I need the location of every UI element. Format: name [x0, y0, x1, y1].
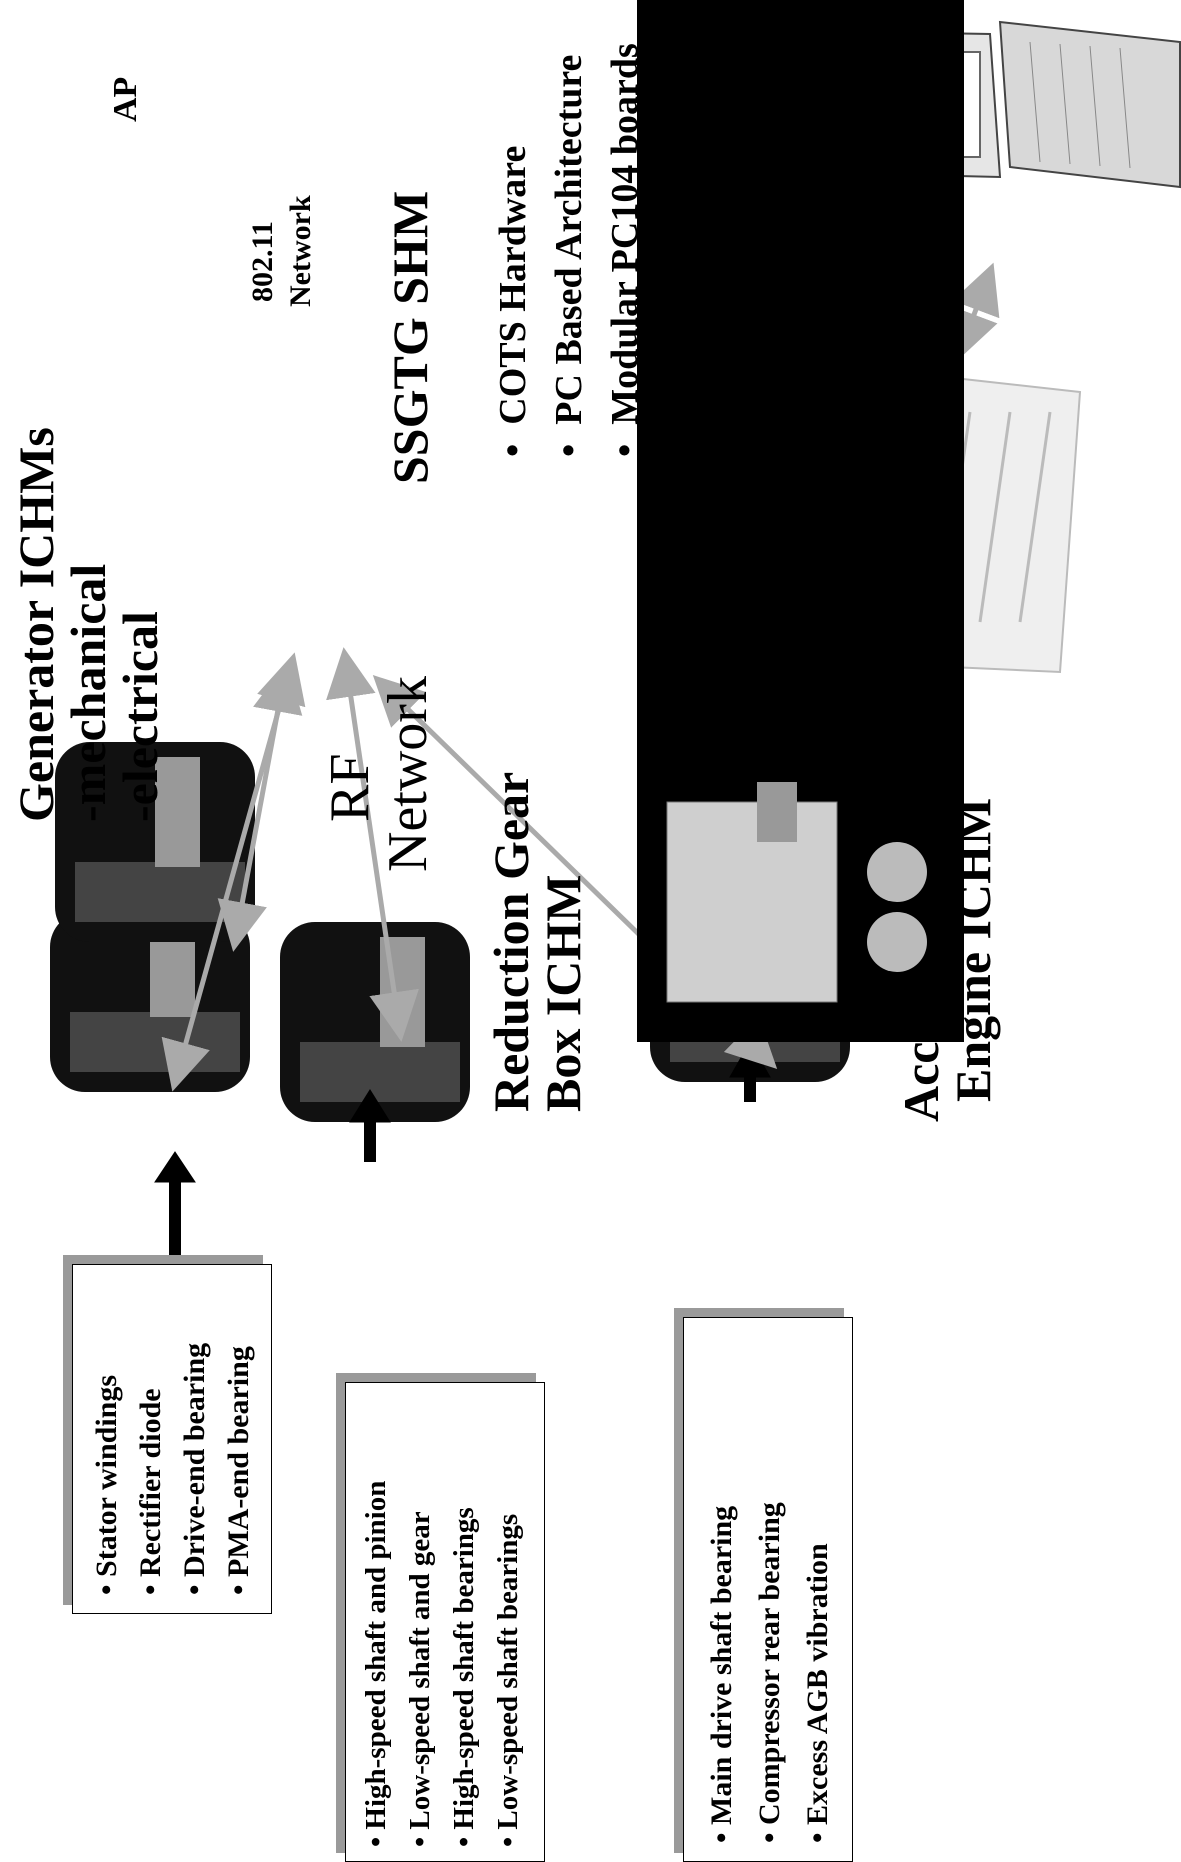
rf-network-line1: RF [319, 753, 381, 823]
rf-network-line2: Network [377, 676, 439, 872]
fault-item: High-speed shaft bearings [442, 1397, 486, 1847]
generator-sub-electrical: -electrical [112, 611, 168, 822]
fault-item: Main drive shaft bearing [698, 1336, 746, 1843]
reduction-gear-line2: Box ICHM [535, 874, 591, 1113]
fault-item: Low-speed shaft and gear [398, 1397, 442, 1847]
reduction-gear-line1: Reduction Gear [483, 771, 539, 1112]
accessory-faults-box: Main drive shaft bearing Compressor rear… [683, 1317, 853, 1862]
ap-label: AP [107, 76, 144, 122]
cots-hardware-photo [637, 0, 964, 764]
hub-title: SSGTG SHM [382, 190, 438, 484]
cots-item: • PC Based Architecture [548, 54, 590, 457]
assembled-gtg-photo [637, 764, 964, 1042]
fault-item: Low-speed shaft bearings [486, 1397, 530, 1847]
fault-item: Excess AGB vibration [794, 1336, 842, 1843]
reduction-faults-box: High-speed shaft and pinion Low-speed sh… [345, 1382, 545, 1862]
fault-item: PMA-end bearing [217, 1283, 261, 1595]
generator-title: Generator ICHMs [8, 427, 64, 822]
generator-sub-mechanical: -mechanical [60, 563, 116, 822]
network-802-line2: Network [284, 195, 317, 307]
assembled-gtg-graphic [666, 782, 927, 1003]
fault-item: Compressor rear bearing [746, 1336, 794, 1843]
cots-feature-list: • COTS Hardware • PC Based Architecture … [485, 43, 653, 457]
fault-item: High-speed shaft and pinion [354, 1397, 398, 1847]
fault-item: Drive-end bearing [173, 1283, 217, 1595]
reduction-gear-box-icon [280, 922, 470, 1122]
generator-faults-box: Stator windings Rectifier diode Drive-en… [72, 1264, 272, 1614]
network-802-line1: 802.11 [246, 221, 279, 302]
fault-item: Rectifier diode [129, 1283, 173, 1595]
cots-item: • COTS Hardware [492, 145, 534, 457]
fault-item: Stator windings [85, 1283, 129, 1595]
